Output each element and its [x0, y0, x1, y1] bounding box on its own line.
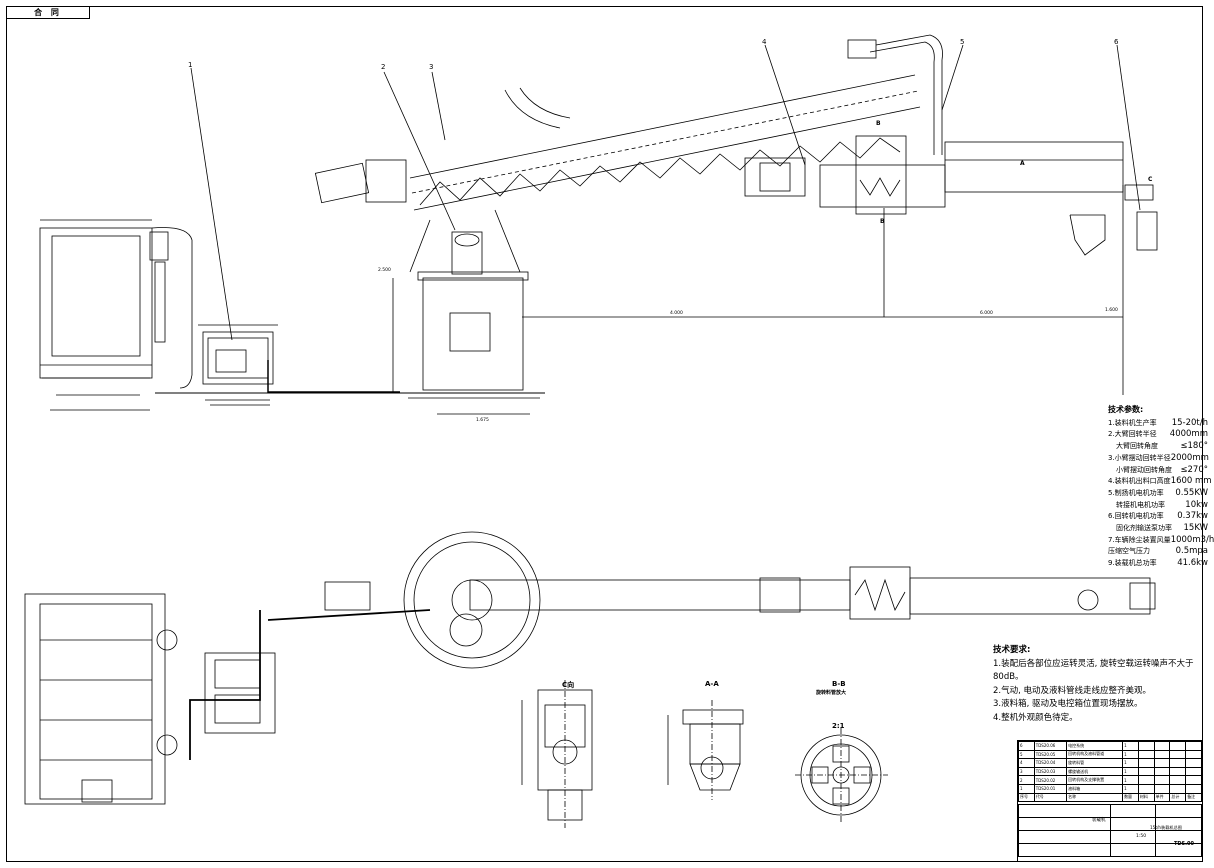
a-a-view — [667, 700, 744, 800]
tech-param-row: 小臂摆动回转角度≤270° — [1116, 464, 1208, 475]
tech-requirements-title: 技术要求: — [993, 645, 1031, 655]
requirement-item: 1.装配后各部位应运转灵活, 旋转空载运转噪声不大于 — [993, 658, 1194, 669]
dimension-arm-small: 6.000 — [980, 311, 993, 316]
scale-2-1-label: 2:1 — [832, 722, 845, 730]
parts-header: 序号代号名称数量材料单件总计备注 — [1018, 792, 1202, 803]
liquid-tank-plan — [24, 593, 166, 805]
section-bb-label: B-B — [832, 680, 846, 688]
leader-1: 1 — [188, 61, 193, 69]
leader-3: 3 — [429, 63, 434, 71]
tech-requirements: 技术要求: 1.装配后各部位应运转灵活, 旋转空载运转噪声不大于 80dB。 2… — [993, 644, 1198, 726]
leader-4: 4 — [762, 38, 767, 46]
leader-2: 2 — [381, 63, 386, 71]
arrow-b-label-2: B — [880, 218, 885, 225]
requirement-item: 3.液料箱, 驱动及电控箱位置现场摆放。 — [993, 699, 1143, 710]
leader-6: 6 — [1114, 38, 1119, 46]
section-c-label: C向 — [562, 681, 575, 689]
rotary-pipe — [855, 135, 907, 215]
pump-unit — [202, 331, 274, 385]
arrow-c-label: C — [1148, 176, 1153, 183]
drawing-code: TDS.00 — [1173, 841, 1194, 847]
dimension-arm-main: 4.000 — [670, 311, 683, 316]
drawing-frame — [6, 6, 1203, 862]
arrow-b-label-1: B — [876, 120, 881, 127]
screw-conveyor — [409, 74, 921, 211]
b-b-view — [795, 728, 888, 822]
requirement-item: 2.气动, 电动及液料管线走线应整齐美观。 — [993, 685, 1152, 696]
pedestal — [422, 277, 524, 391]
leader-lines — [190, 44, 1141, 341]
elevation-view — [39, 34, 1158, 415]
slewing-ring-plan — [403, 531, 541, 669]
arrow-a-label: A — [1020, 160, 1025, 167]
dimension-pedestal: 2.500 — [378, 268, 391, 273]
c-view — [521, 680, 593, 828]
dimension-base: 1.675 — [476, 418, 489, 423]
plan-view — [24, 531, 1156, 805]
liquid-tank — [39, 227, 153, 379]
assembly-name: 装载机 — [1092, 818, 1106, 823]
drawing-desc: 15t/h装载机总图 — [1150, 825, 1182, 830]
requirement-item: 80dB。 — [993, 672, 1024, 683]
dimension-height: 1.600 — [1105, 308, 1118, 313]
drawing-scale: 1:50 — [1136, 834, 1147, 839]
contract-tag: 合 同 — [6, 6, 90, 19]
section-aa-label: A-A — [705, 680, 719, 688]
tech-param-row: 大臂回转角度≤180° — [1116, 441, 1208, 452]
section-bb-sub: 旋转料管放大 — [816, 690, 847, 696]
tech-params-title: 技术参数: — [1108, 405, 1144, 414]
requirement-item: 4.整机外观颜色待定。 — [993, 712, 1078, 723]
leader-5: 5 — [960, 38, 965, 46]
